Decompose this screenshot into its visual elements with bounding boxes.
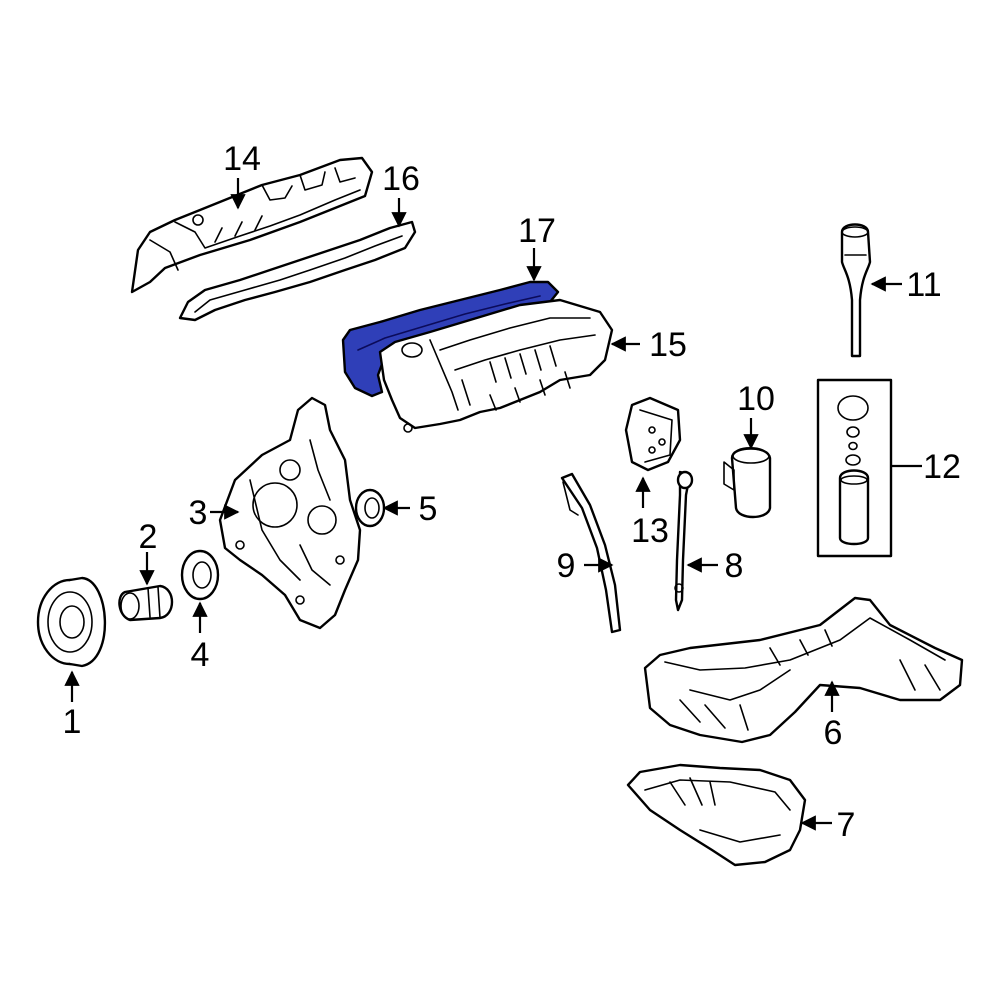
part-14-engine-cover[interactable] [130, 156, 374, 294]
callout-14: 14 [223, 140, 261, 178]
part-11-filler-cap[interactable] [840, 223, 872, 358]
part-12-filter-kit[interactable] [816, 378, 893, 558]
callout-leaders [64, 178, 922, 831]
callout-labels: 1 2 3 4 5 6 7 8 9 10 11 12 13 14 15 16 1… [63, 140, 961, 844]
callout-9: 9 [557, 547, 576, 585]
callout-16: 16 [382, 160, 420, 198]
callout-11: 11 [906, 266, 941, 304]
part-4-seal[interactable] [180, 549, 220, 601]
callout-15: 15 [649, 326, 687, 364]
part-15-valve-cover[interactable] [378, 298, 614, 433]
callout-2: 2 [139, 518, 158, 556]
part-13-filter-housing[interactable] [624, 396, 682, 472]
part-2-hub[interactable] [118, 584, 174, 622]
callout-5: 5 [419, 490, 438, 528]
part-7-lower-oil-pan[interactable] [626, 763, 807, 867]
part-1-pulley[interactable] [36, 576, 107, 668]
part-10-oil-filter[interactable] [723, 447, 772, 519]
part-3-timing-cover[interactable] [218, 396, 362, 630]
part-9-dipstick-tube[interactable] [560, 472, 622, 634]
callout-10: 10 [737, 380, 775, 418]
callout-8: 8 [725, 547, 744, 585]
callout-17: 17 [518, 212, 556, 250]
callout-6: 6 [824, 714, 843, 752]
callout-7: 7 [837, 806, 856, 844]
part-16-cover-gasket[interactable] [178, 220, 417, 322]
callout-3: 3 [189, 494, 208, 532]
part-5-seal[interactable] [354, 488, 386, 528]
callout-12: 12 [923, 448, 961, 486]
callout-1: 1 [63, 703, 82, 741]
callout-4: 4 [191, 636, 210, 674]
part-8-dipstick[interactable] [674, 470, 694, 612]
part-6-upper-oil-pan[interactable] [643, 596, 964, 744]
callout-13: 13 [631, 512, 669, 550]
